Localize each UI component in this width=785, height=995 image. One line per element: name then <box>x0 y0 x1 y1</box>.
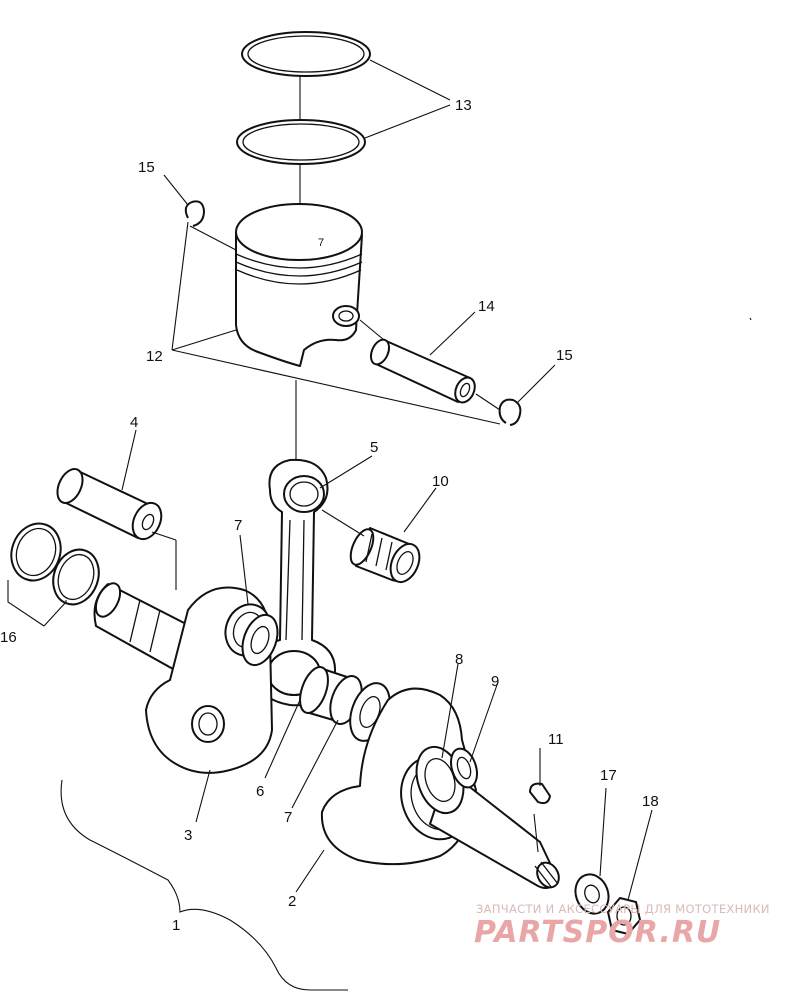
seal-ring-inner <box>52 548 100 606</box>
callout-7-upper: 7 <box>234 517 242 534</box>
thrust-washer-left <box>241 613 279 667</box>
circlip-right <box>498 398 522 426</box>
callout-10: 10 <box>432 473 449 490</box>
callout-15-left: 15 <box>138 159 155 176</box>
piston-pin <box>369 338 476 404</box>
crank-pin <box>56 468 163 541</box>
woodruff-key <box>529 782 551 805</box>
callout-8: 8 <box>455 651 463 668</box>
callout-12: 12 <box>146 348 163 365</box>
callout-2: 2 <box>288 893 296 910</box>
nut <box>607 897 641 935</box>
seal-ring-outer <box>10 522 62 582</box>
watermark-brand: PARTSPOR.RU <box>474 915 721 950</box>
callout-13: 13 <box>455 97 472 114</box>
piston: 7 <box>235 203 363 367</box>
callout-16: 16 <box>0 629 17 646</box>
callout-7-lower: 7 <box>284 809 292 826</box>
callout-11: 11 <box>548 731 564 748</box>
callout-4: 4 <box>130 414 138 431</box>
needle-bearing-small-end <box>349 527 421 584</box>
oil-seal <box>450 747 478 789</box>
callout-18: 18 <box>642 793 659 810</box>
piston-ring-lower <box>236 119 366 165</box>
callout-14: 14 <box>478 298 495 315</box>
washer <box>574 873 610 915</box>
callout-17: 17 <box>600 767 617 784</box>
callout-15-right: 15 <box>556 347 573 364</box>
watermark: ЗАПЧАСТИ И АКСЕССУАРЫ ДЛЯ МОТОТЕХНИКИ PA… <box>474 902 770 950</box>
watermark-tagline: ЗАПЧАСТИ И АКСЕССУАРЫ ДЛЯ МОТОТЕХНИКИ <box>476 902 770 916</box>
callout-9: 9 <box>491 673 499 690</box>
crankshaft-left-half <box>93 582 273 774</box>
callout-1: 1 <box>172 917 180 934</box>
leader-lines <box>7 59 752 991</box>
circlip-left <box>184 200 205 227</box>
callout-6: 6 <box>256 783 264 800</box>
piston-ring-upper <box>241 31 371 77</box>
svg-text:7: 7 <box>318 237 324 249</box>
callout-labels: 13 15 12 14 15 4 5 10 7 16 8 9 11 17 6 1… <box>0 97 659 934</box>
callout-5: 5 <box>370 439 378 456</box>
callout-3: 3 <box>184 827 192 844</box>
